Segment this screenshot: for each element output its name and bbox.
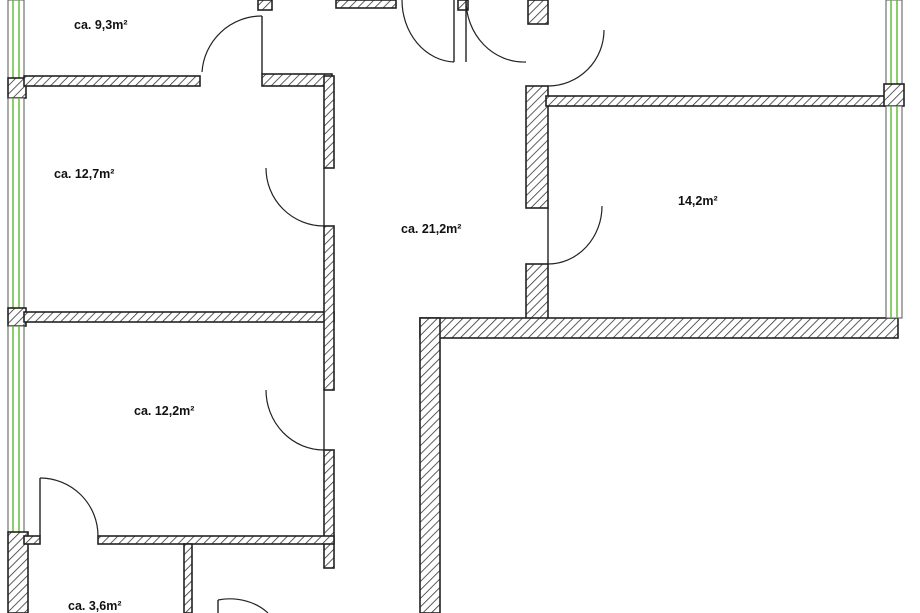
door-lower-left [265,389,325,451]
room-label-bottom-left: ca. 3,6m² [68,599,122,613]
doors [39,0,605,613]
room-label-top-left: ca. 9,3m² [74,18,128,32]
door-bottom-left [39,477,99,537]
left-room-walls [23,0,469,613]
door-top-center-a [401,0,455,63]
door-right-top [547,29,605,87]
left-exterior-wall [7,0,29,613]
room-labels: ca. 9,3m² ca. 12,7m² ca. 12,2m² ca. 3,6m… [54,18,718,613]
room-label-mid-left: ca. 12,7m² [54,167,114,181]
door-top-center-b [465,0,527,63]
door-top-left [201,15,263,74]
door-right-room [547,205,603,265]
right-room-walls [419,0,899,613]
right-exterior-wall [883,0,905,319]
room-label-lower-left: ca. 12,2m² [134,404,194,418]
room-label-hallway: ca. 21,2m² [401,222,461,236]
door-bottom-center [217,598,269,613]
room-label-right: 14,2m² [678,194,718,208]
door-mid-left [265,167,325,227]
